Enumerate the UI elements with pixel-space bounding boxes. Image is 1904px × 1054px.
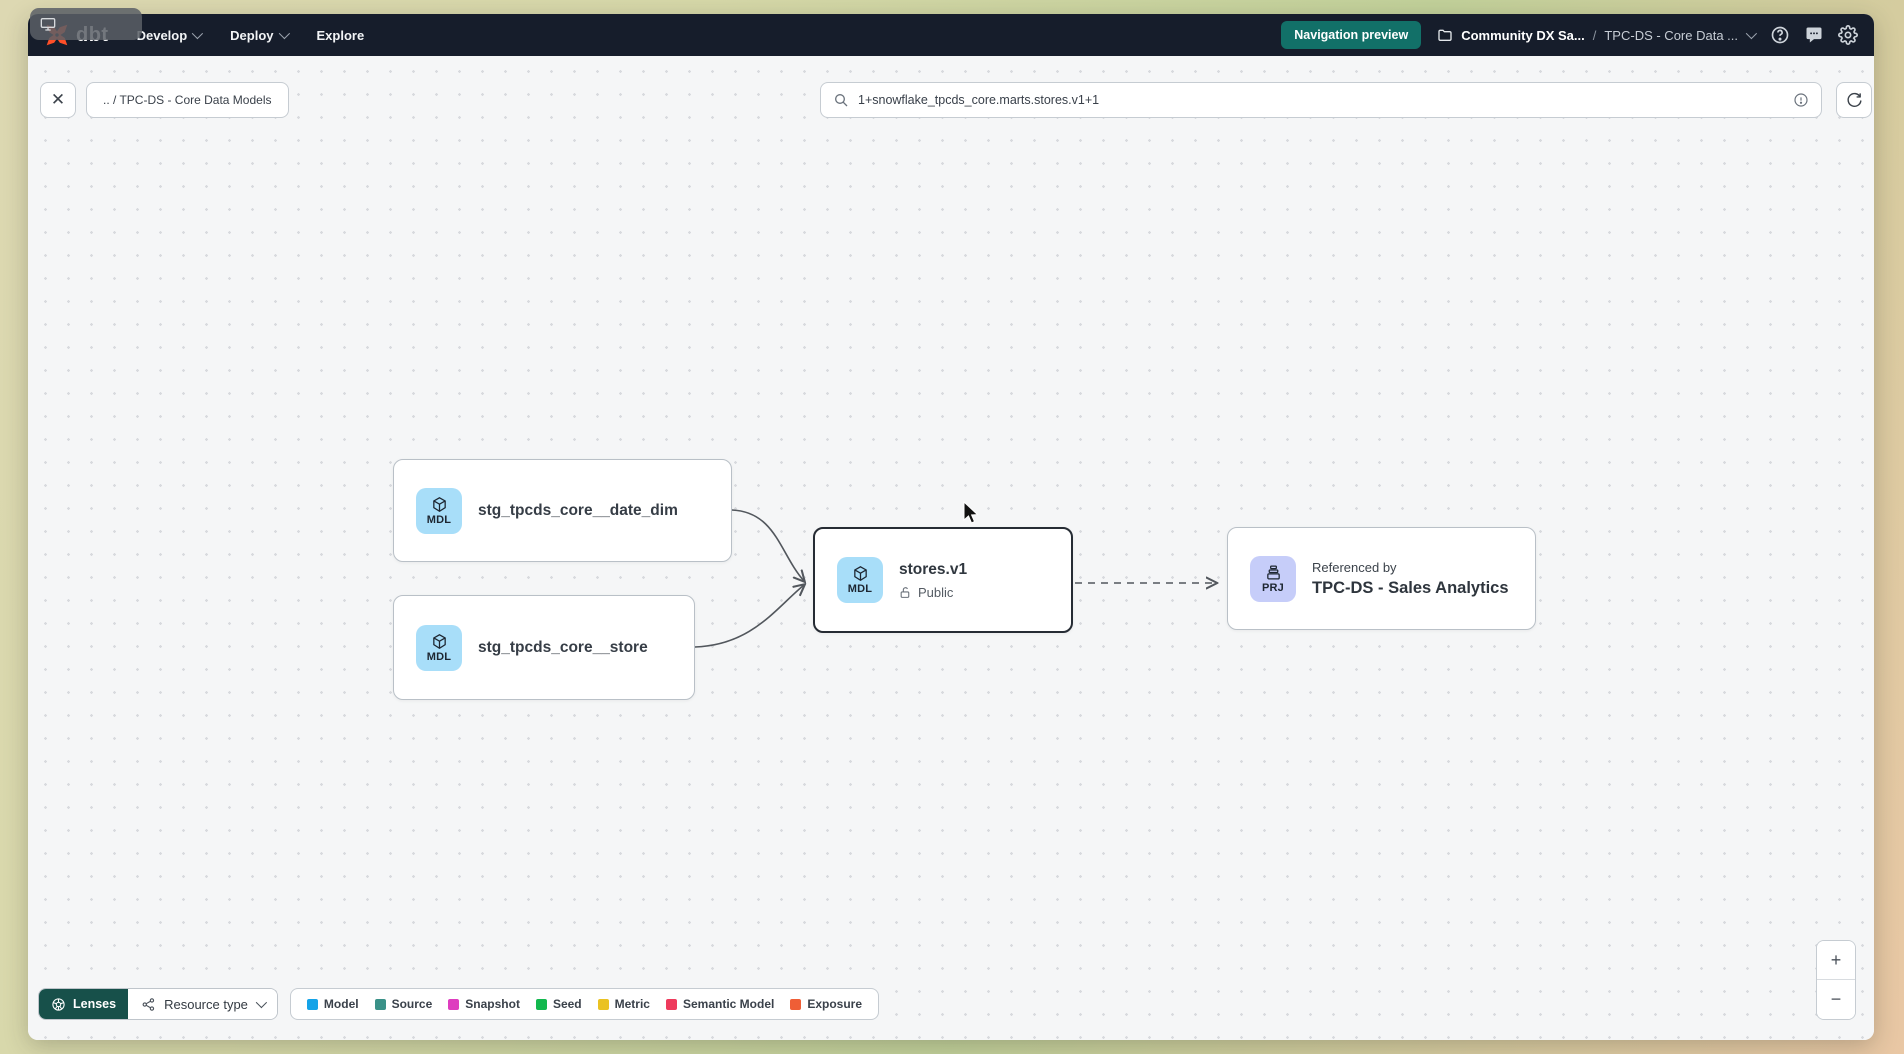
account-name[interactable]: Community DX Sa...: [1461, 27, 1585, 43]
screen-share-pill[interactable]: [30, 8, 142, 40]
legend-source: Source: [374, 997, 432, 1011]
folder-icon: [1438, 29, 1452, 41]
legend-swatch: [665, 998, 677, 1010]
model-badge: MDL: [837, 557, 883, 603]
legend-model: Model: [306, 997, 359, 1011]
search-input[interactable]: [858, 93, 1784, 107]
refresh-button[interactable]: [1836, 82, 1872, 118]
chevron-down-icon: [278, 27, 290, 40]
lens-icon: [52, 997, 65, 1011]
resource-type-dropdown[interactable]: Resource type: [128, 989, 277, 1019]
node-referenced-project[interactable]: PRJ Referenced by TPC-DS - Sales Analyti…: [1227, 527, 1536, 630]
bottom-controls: Lenses Resource type Model Source: [38, 988, 880, 1020]
model-badge: MDL: [416, 624, 462, 671]
node-label: TPC-DS - Sales Analytics: [1312, 578, 1509, 597]
breadcrumb-separator: /: [1592, 27, 1597, 43]
legend-exposure: Exposure: [790, 997, 862, 1011]
close-button[interactable]: ✕: [40, 82, 76, 118]
legend-metric: Metric: [597, 997, 650, 1011]
navbar-right: Navigation preview Community DX Sa... / …: [1281, 21, 1858, 49]
legend-semantic-model: Semantic Model: [665, 997, 774, 1011]
main-menu: Develop Deploy Explore: [137, 28, 365, 43]
project-badge: PRJ: [1250, 555, 1296, 602]
menu-deploy[interactable]: Deploy: [230, 27, 290, 43]
graph-nodes-icon: [142, 997, 155, 1011]
legend-swatch: [374, 998, 386, 1010]
menu-explore[interactable]: Explore: [316, 27, 365, 43]
legend-swatch: [790, 998, 802, 1010]
display-icon: [40, 18, 56, 31]
legend-swatch: [306, 998, 318, 1010]
legend-snapshot: Snapshot: [448, 997, 520, 1011]
zoom-out-button[interactable]: −: [1817, 980, 1855, 1019]
info-icon[interactable]: [1793, 92, 1809, 108]
navigation-preview-badge[interactable]: Navigation preview: [1281, 21, 1422, 49]
zoom-controls: + −: [1816, 940, 1856, 1020]
model-badge: MDL: [416, 487, 462, 534]
node-stg-tpcds-core-store[interactable]: MDL stg_tpcds_core__store: [393, 595, 695, 700]
edge-store-to-stores: [694, 585, 804, 648]
lenses-button[interactable]: Lenses: [39, 989, 129, 1019]
stack-icon: [1266, 564, 1280, 580]
legend-swatch: [597, 998, 609, 1010]
access-row: Public: [899, 585, 967, 600]
chevron-down-icon[interactable]: [1745, 27, 1758, 40]
node-label: stores.v1: [899, 560, 968, 578]
referenced-by-label: Referenced by: [1312, 559, 1397, 575]
mouse-cursor: [963, 501, 979, 524]
top-navbar: dbt Develop Deploy Explore Navigation pr…: [28, 14, 1874, 56]
cube-icon: [853, 566, 867, 581]
lens-controls: Lenses Resource type: [38, 988, 278, 1020]
dbt-cloud-window: dbt Develop Deploy Explore Navigation pr…: [28, 14, 1874, 1040]
access-label: Public: [918, 584, 954, 600]
lineage-canvas[interactable]: ✕ .. / TPC-DS - Core Data Models MDL stg…: [28, 56, 1874, 1040]
lineage-search: [820, 82, 1822, 118]
chevron-down-icon: [191, 27, 204, 40]
node-label: stg_tpcds_core__date_dim: [478, 501, 678, 519]
legend-swatch: [535, 998, 547, 1010]
cube-icon: [432, 633, 446, 649]
node-stores-v1[interactable]: MDL stores.v1 Public: [813, 527, 1073, 633]
chevron-down-icon: [255, 996, 267, 1009]
cube-icon: [432, 496, 446, 512]
gear-icon[interactable]: [1838, 25, 1858, 45]
node-stg-tpcds-core-date-dim[interactable]: MDL stg_tpcds_core__date_dim: [393, 459, 732, 562]
resource-legend: Model Source Snapshot Seed Metric: [289, 988, 880, 1020]
account-breadcrumb[interactable]: Community DX Sa... / TPC-DS - Core Data …: [1437, 27, 1758, 43]
zoom-in-button[interactable]: +: [1817, 941, 1855, 980]
project-name[interactable]: TPC-DS - Core Data ...: [1604, 27, 1738, 43]
node-label: stg_tpcds_core__store: [478, 638, 648, 656]
edge-date-dim-to-stores: [731, 509, 804, 581]
legend-seed: Seed: [535, 997, 582, 1011]
lineage-breadcrumb[interactable]: .. / TPC-DS - Core Data Models: [86, 82, 289, 118]
feedback-icon[interactable]: [1804, 25, 1824, 45]
legend-swatch: [448, 998, 460, 1010]
menu-develop[interactable]: Develop: [137, 27, 204, 43]
refresh-icon: [1846, 92, 1862, 107]
search-icon: [835, 94, 848, 107]
help-icon[interactable]: [1770, 25, 1790, 45]
navbar-icons: [1770, 25, 1858, 45]
lock-open-icon: [900, 586, 910, 598]
